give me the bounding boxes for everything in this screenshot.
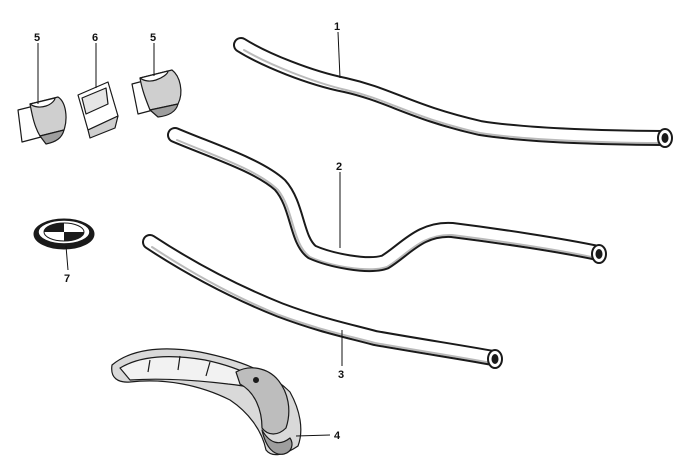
- clamp-shell-part-5-left[interactable]: [17, 96, 67, 145]
- callout-3: 3: [338, 369, 344, 381]
- callout-6: 6: [92, 32, 98, 44]
- tube-bore: [661, 133, 669, 143]
- callout-7: 7: [64, 273, 70, 285]
- tube-bore: [595, 249, 603, 259]
- leader-lines: [37, 31, 343, 437]
- emblem-part-7[interactable]: [33, 218, 95, 250]
- tube-bore: [491, 354, 499, 364]
- handlebar-3[interactable]: [142, 234, 503, 369]
- callout-1: 1: [334, 21, 340, 33]
- handlebar-2[interactable]: [167, 127, 607, 273]
- fender-part-4[interactable]: [111, 348, 302, 456]
- callout-5-right: 5: [150, 32, 156, 44]
- clamp-shell-part-5-right[interactable]: [131, 69, 182, 118]
- callout-2: 2: [336, 161, 342, 173]
- handlebar-1[interactable]: [233, 37, 673, 148]
- clamp-shell-part-6[interactable]: [77, 81, 119, 139]
- callout-4: 4: [334, 430, 341, 442]
- callout-5-left: 5: [34, 32, 40, 44]
